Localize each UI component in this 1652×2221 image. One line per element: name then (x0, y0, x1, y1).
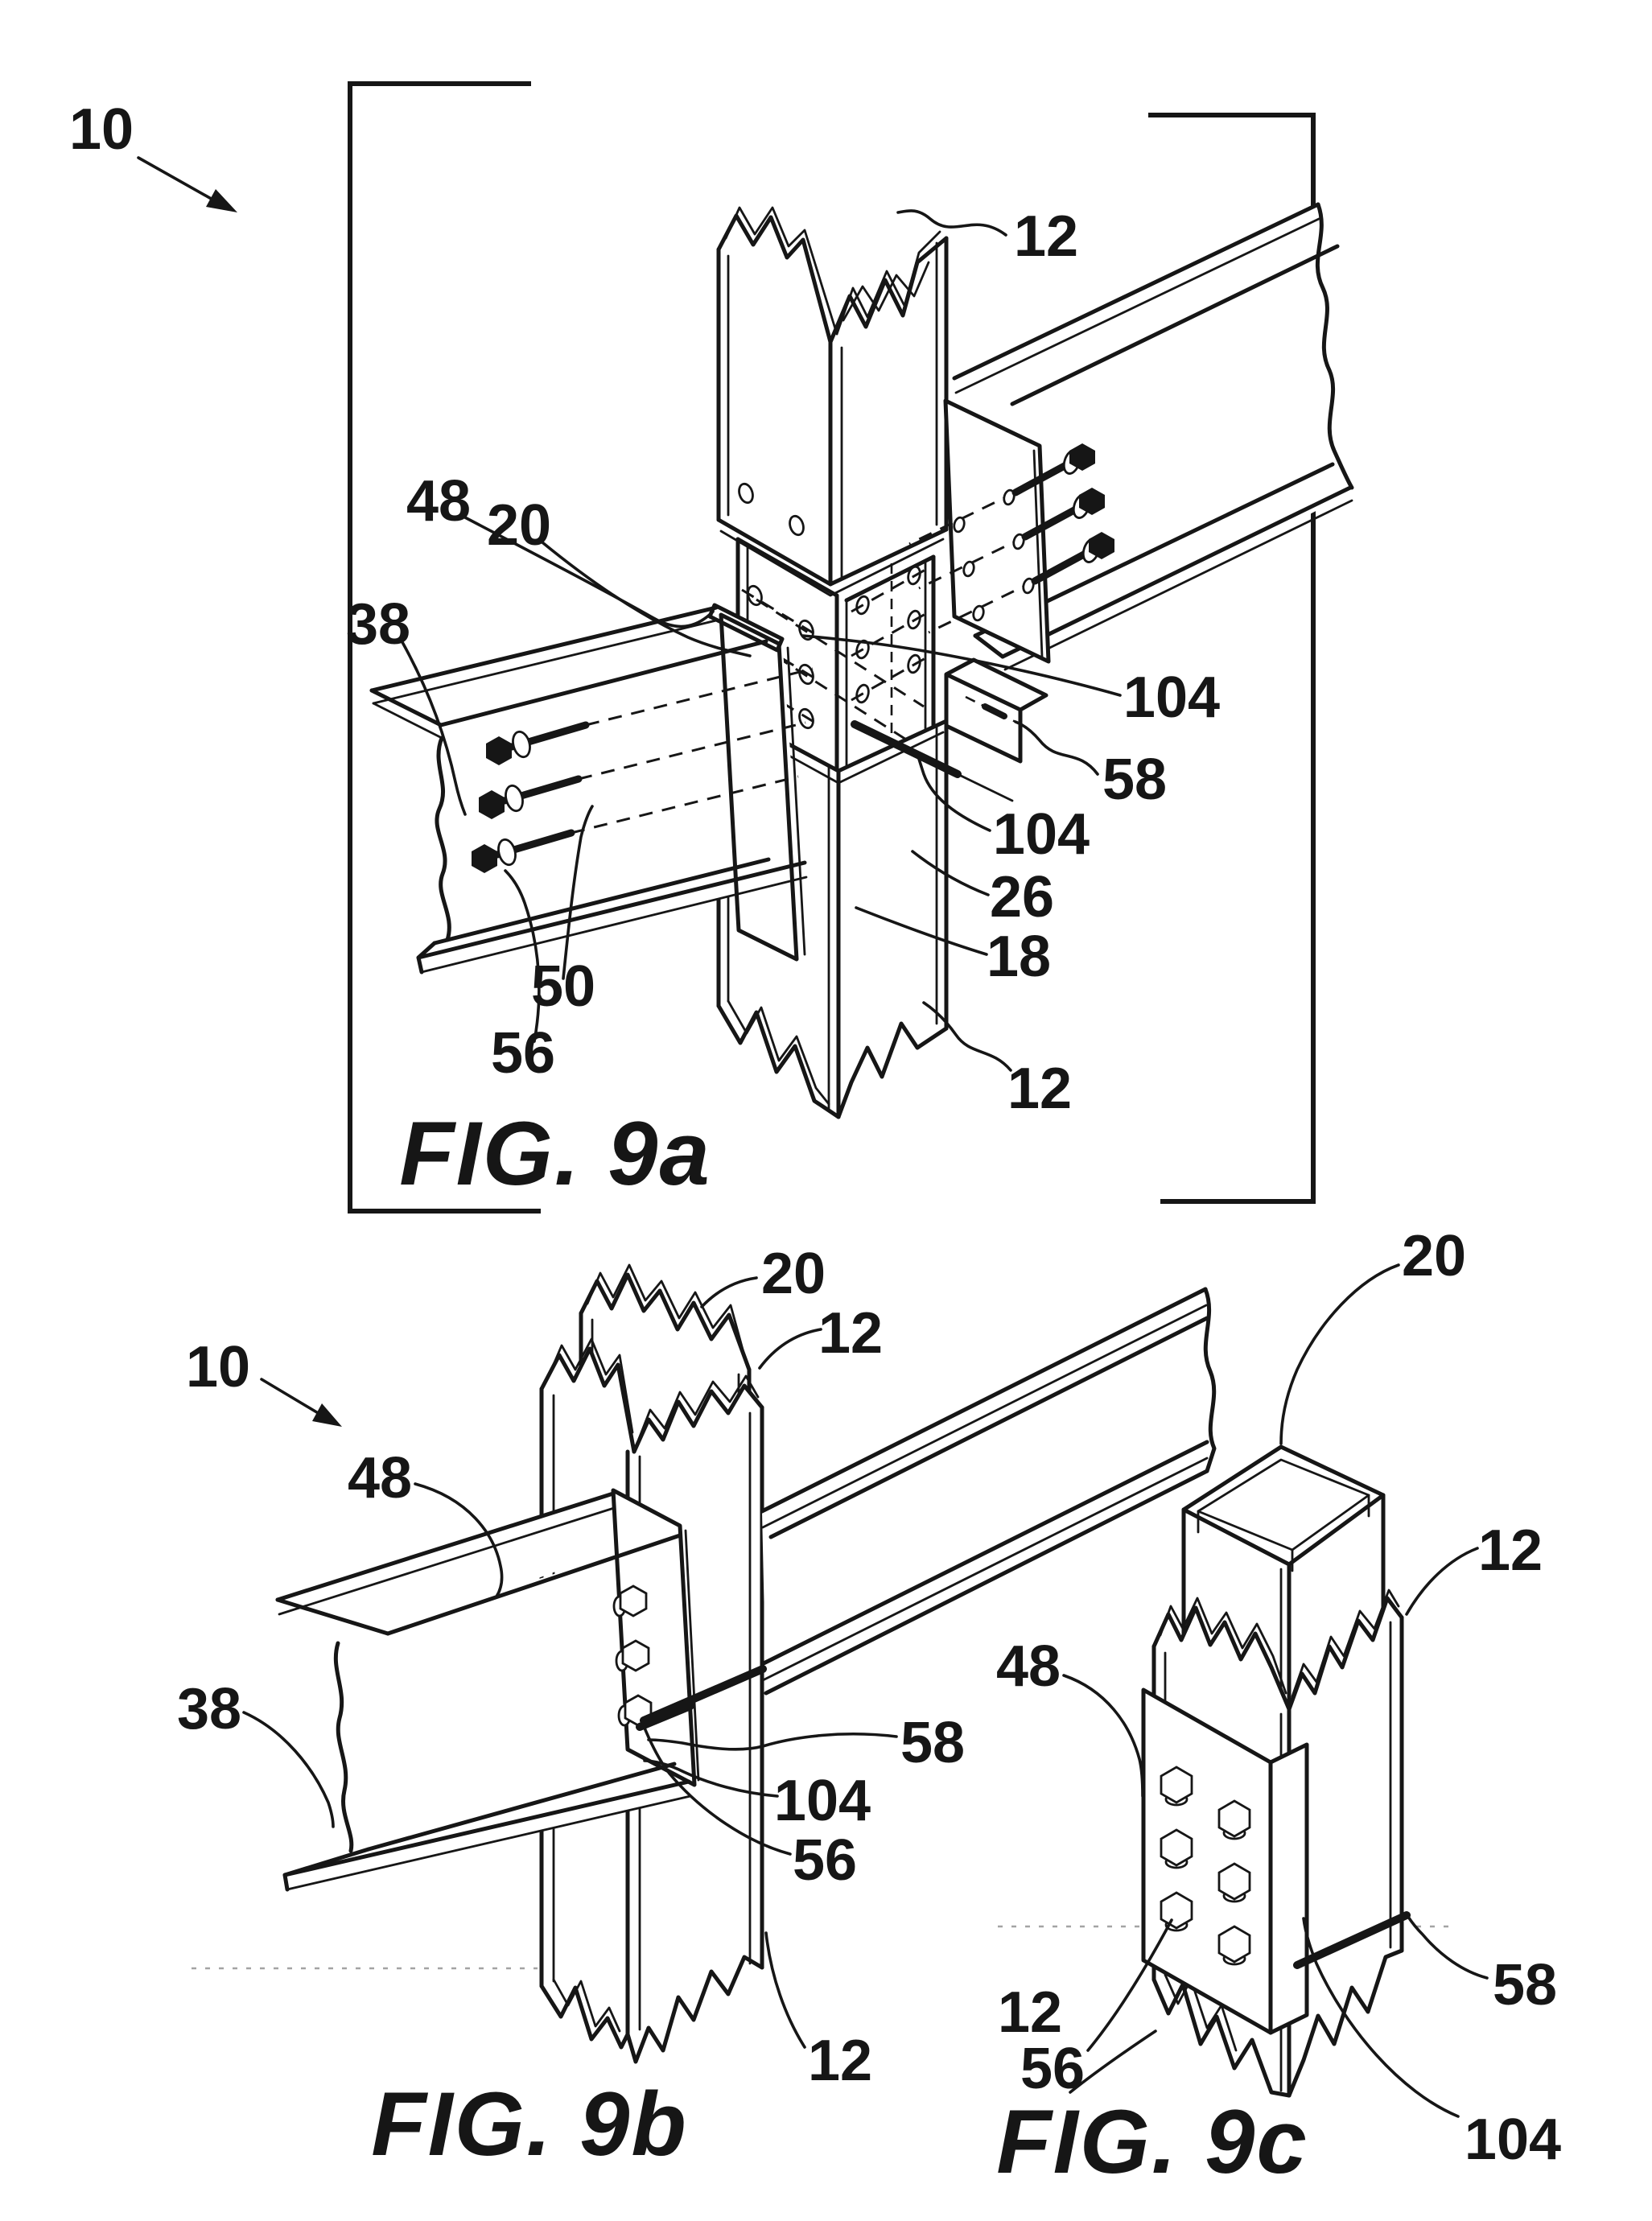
ref-label-56: 56 (1020, 2037, 1085, 2101)
ref-label-12-top: 12 (1478, 1518, 1543, 1583)
web-torn-edge (435, 736, 451, 942)
ref-label-104-a: 104 (1123, 665, 1220, 730)
fig9b-drawing: 20 12 10 48 38 58 104 56 12 FIG. 9b (177, 1242, 1217, 2174)
ref-label-10: 10 (69, 97, 134, 162)
fig9b-ref-arrow-10 (260, 1378, 342, 1427)
bolt-axis-dashed-lines-through-tube (756, 598, 925, 752)
ref-label-56: 56 (491, 1021, 555, 1086)
ref-label-10: 10 (186, 1335, 250, 1399)
fig9a-upper-column (716, 206, 949, 597)
figure-caption-9a: FIG. 9a (399, 1103, 711, 1204)
fig9a-bracket-right (1148, 113, 1316, 1204)
ref-label-20: 20 (761, 1242, 826, 1306)
figure-caption-9c: FIG. 9c (996, 2091, 1308, 2192)
fig9a-drawing: 10 12 48 20 38 104 58 104 26 18 50 56 12… (69, 81, 1355, 1214)
fig9a-right-beam (908, 202, 1355, 671)
seat-angle-bracket (944, 657, 1048, 764)
torn-end-edge (1315, 202, 1354, 490)
torn-bottom-edge-right (1287, 1948, 1404, 2098)
splice-seam-heavy-line (636, 1665, 767, 1731)
torn-top-edge-right (632, 1383, 764, 1454)
ref-label-58: 58 (900, 1711, 965, 1775)
fig9a-left-beam (369, 603, 814, 975)
ref-label-48: 48 (996, 1634, 1061, 1699)
fig9c-leader-lines (1062, 1263, 1489, 2118)
inner-wall-torn-edge (842, 261, 930, 322)
fig9b-leader-lines (242, 1276, 898, 2049)
ref-label-38: 38 (177, 1677, 241, 1741)
ref-label-12-bot: 12 (1007, 1057, 1072, 1121)
torn-bottom-edge-left (539, 1984, 630, 2050)
ref-label-104: 104 (774, 1769, 871, 1833)
ref-label-48: 48 (348, 1446, 412, 1510)
fig9c-bolts (1160, 1766, 1251, 1966)
ref-label-12-top: 12 (1014, 204, 1078, 269)
torn-bottom-edge-left (716, 1003, 841, 1119)
fig9a-leader-lines (401, 209, 1122, 1072)
fig9c-drawing: 20 12 48 56 58 104 12 FIG. 9c (996, 1224, 1561, 2192)
bottom-flange (432, 857, 771, 946)
bottom-flange (366, 1762, 677, 1852)
torn-bottom-edge-right (836, 1021, 949, 1119)
top-flange (275, 1491, 616, 1602)
fig9c-splice-plate (1141, 1687, 1411, 2035)
ref-label-58: 58 (1102, 748, 1167, 812)
fig9a-inner-tube (735, 537, 936, 779)
ref-label-50: 50 (531, 954, 595, 1019)
ref-label-20: 20 (1402, 1224, 1466, 1288)
fig9a-ref-arrow-10 (137, 156, 237, 212)
ref-label-104-b: 104 (993, 802, 1090, 867)
ref-label-56: 56 (793, 1828, 857, 1893)
fig9b-bolts-56 (612, 1584, 653, 1727)
end-plate (943, 398, 1051, 664)
bolt-axis-dashed-lines-left-face (741, 588, 820, 727)
top-flange (952, 202, 1320, 381)
web-torn-edge (333, 1641, 354, 1853)
ref-label-48: 48 (406, 469, 471, 534)
column-lower-end-edge (716, 517, 949, 587)
ref-label-26: 26 (990, 865, 1054, 929)
fig9b-right-beam (760, 1287, 1217, 1696)
right-beam-bolts (908, 443, 1114, 634)
ref-label-12-bot: 12 (808, 2029, 872, 2093)
ref-label-12-top: 12 (818, 1301, 883, 1366)
fig9a-bracket-left (348, 81, 541, 1214)
bolt-axis-dashed-lines-right-face (851, 568, 926, 702)
fig9b-left-beam (275, 1488, 767, 1892)
figure-caption-9b: FIG. 9b (371, 2074, 688, 2174)
ref-label-20: 20 (487, 493, 551, 558)
left-beam-bolts-56 (472, 667, 814, 873)
splice-seam-heavy-line (851, 720, 962, 778)
ref-label-38: 38 (346, 592, 410, 657)
torn-top-edge-left (1151, 1605, 1292, 1712)
arrowhead (206, 189, 237, 212)
ref-label-12-bot: 12 (998, 1980, 1062, 2045)
end-plate-48 (719, 612, 799, 962)
ref-label-18: 18 (987, 925, 1051, 989)
torn-bottom-edge-right (625, 1955, 764, 2064)
arrowhead (312, 1403, 342, 1427)
torn-top-edge-left (539, 1346, 636, 1454)
ref-label-58: 58 (1493, 1953, 1557, 2017)
torn-top-edge-right (1287, 1596, 1404, 1712)
torn-end-edge (1203, 1287, 1217, 1473)
torn-bottom-edge-left (1151, 1977, 1292, 2098)
ref-label-104: 104 (1465, 2108, 1561, 2172)
